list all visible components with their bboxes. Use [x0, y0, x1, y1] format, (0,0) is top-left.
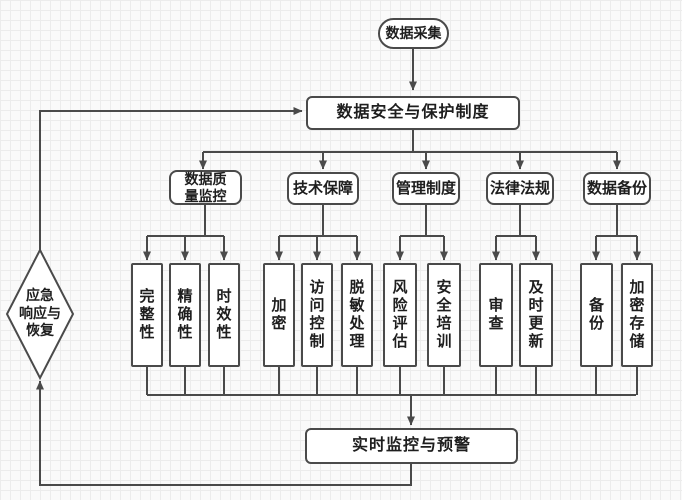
node-leaf-accuracy: 精确性 — [169, 263, 201, 367]
branch-legal-label: 法律法规 — [489, 179, 550, 197]
node-branch-legal: 法律法规 — [486, 172, 554, 205]
node-branch-data-quality: 数据质 量监控 — [169, 170, 242, 205]
node-security-policy: 数据安全与保护制度 — [306, 96, 520, 130]
branch-backup-label: 数据备份 — [586, 179, 647, 197]
connector-arrows — [36, 49, 641, 486]
leaf-encryption-label: 加密 — [271, 297, 287, 332]
node-leaf-encrypted-storage: 加密存储 — [621, 263, 653, 367]
node-security-policy-label: 数据安全与保护制度 — [336, 103, 490, 121]
node-leaf-security-training: 安全培训 — [427, 263, 461, 367]
node-leaf-timeliness: 时效性 — [208, 263, 240, 367]
node-realtime-monitoring-label: 实时监控与预警 — [351, 436, 471, 454]
node-leaf-access-control: 访问控制 — [301, 263, 333, 367]
node-leaf-integrity: 完整性 — [131, 263, 163, 367]
node-realtime-monitoring: 实时监控与预警 — [305, 428, 518, 464]
leaf-review-label: 审查 — [488, 297, 504, 332]
leaf-backup-label: 备份 — [588, 297, 604, 332]
node-data-collection-label: 数据采集 — [385, 25, 442, 42]
leaf-accuracy-label: 精确性 — [177, 288, 193, 341]
leaf-desensitization-label: 脱敏处理 — [349, 279, 365, 350]
node-leaf-desensitization: 脱敏处理 — [341, 263, 373, 367]
leaf-timeliness-label: 时效性 — [216, 288, 232, 341]
node-leaf-timely-update: 及时更新 — [519, 263, 553, 367]
node-branch-backup: 数据备份 — [583, 172, 651, 205]
node-data-collection: 数据采集 — [378, 18, 449, 49]
leaf-security-training-label: 安全培训 — [436, 279, 452, 350]
leaf-encrypted-storage-label: 加密存储 — [629, 279, 645, 350]
node-leaf-risk-assessment: 风险评估 — [383, 263, 417, 367]
node-leaf-backup: 备份 — [580, 263, 613, 367]
node-branch-technical: 技术保障 — [287, 172, 359, 205]
leaf-integrity-label: 完整性 — [139, 288, 155, 341]
emergency-diamond-shape — [5, 247, 75, 381]
leaf-timely-update-label: 及时更新 — [528, 279, 544, 350]
leaf-access-control-label: 访问控制 — [309, 279, 325, 350]
branch-technical-label: 技术保障 — [292, 179, 353, 197]
node-branch-management: 管理制度 — [392, 172, 460, 205]
branch-data-quality-label: 数据质 量监控 — [184, 170, 227, 204]
branch-management-label: 管理制度 — [395, 179, 456, 197]
node-emergency-response-label: 应急 响应与 恢复 — [19, 287, 61, 338]
leaf-risk-assessment-label: 风险评估 — [392, 279, 408, 350]
node-leaf-encryption: 加密 — [263, 263, 295, 367]
node-leaf-review: 审查 — [479, 263, 513, 367]
